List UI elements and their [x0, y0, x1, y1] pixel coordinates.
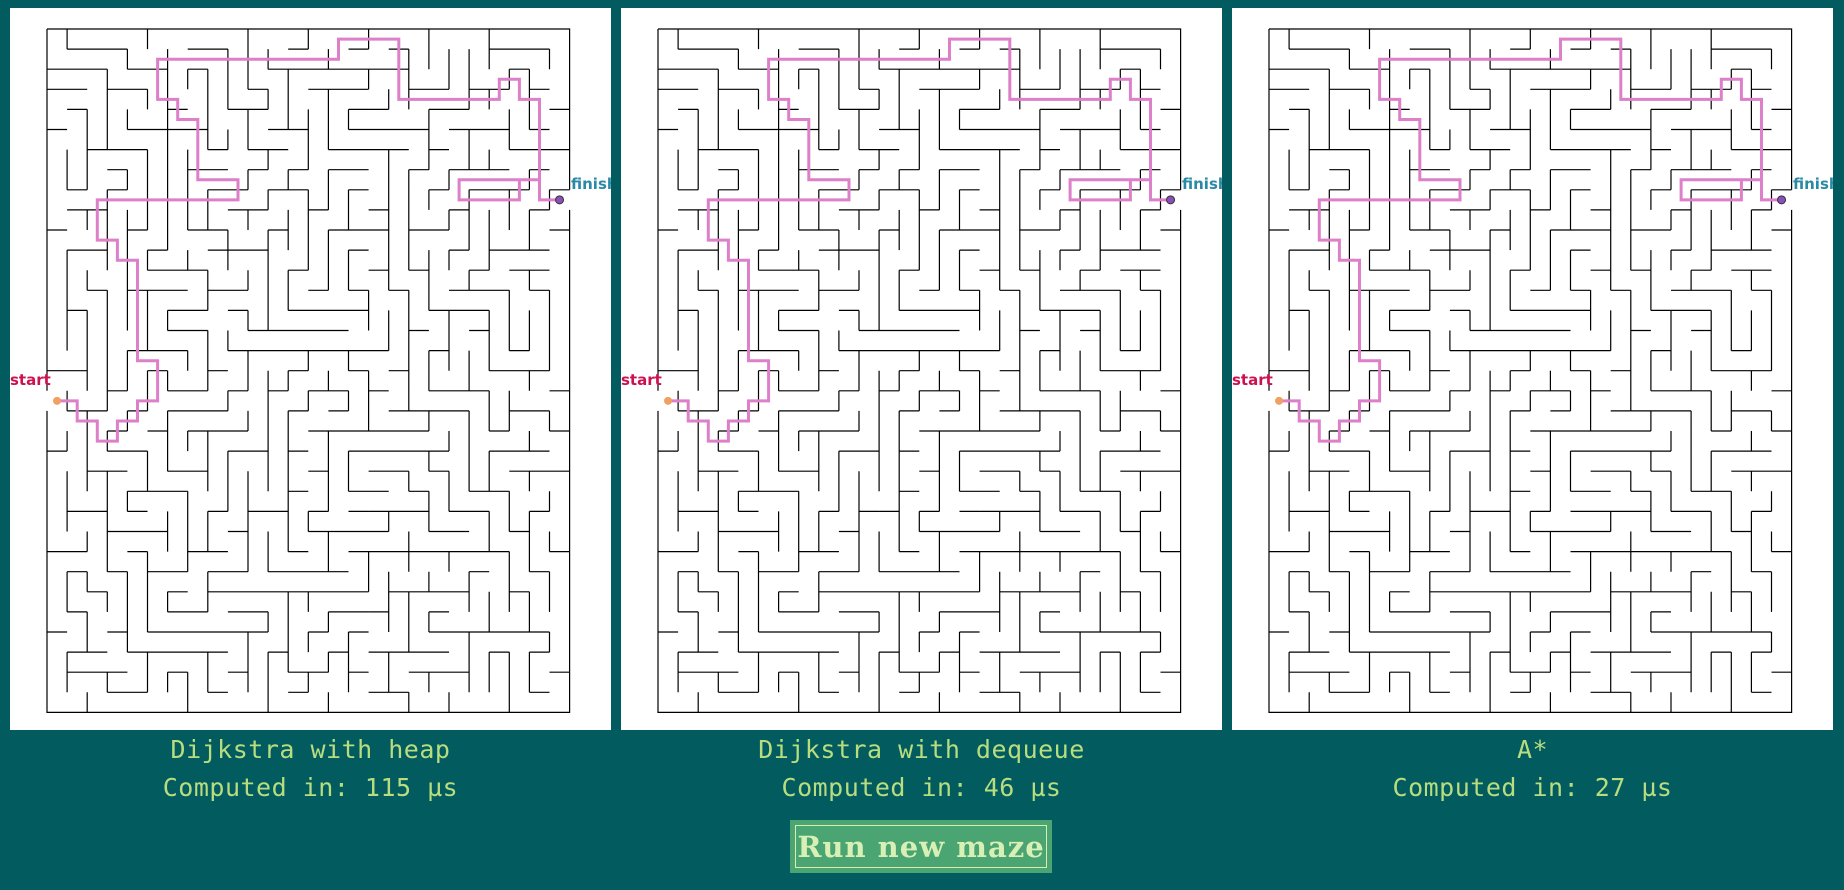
maze-wall-lines [657, 28, 1182, 713]
start-label: start [621, 371, 662, 389]
maze-wall-lines [1268, 28, 1793, 713]
maze-canvas: start finish [621, 28, 1222, 713]
start-label: start [1232, 371, 1273, 389]
maze-walls [46, 28, 571, 713]
start-marker [53, 396, 62, 405]
computed-time: Computed in: 115 µs [162, 773, 459, 802]
run-new-maze-button[interactable]: Run new maze [790, 820, 1052, 873]
computed-time: Computed in: 27 µs [1392, 773, 1673, 802]
algorithm-name: Dijkstra with dequeue [758, 735, 1085, 764]
maze-wall-lines [46, 28, 571, 713]
solution-path [1279, 37, 1782, 443]
maze-walls [657, 28, 1182, 713]
solution-path [668, 37, 1171, 443]
computed-time: Computed in: 46 µs [781, 773, 1062, 802]
maze-walls [1268, 28, 1793, 713]
finish-marker [1777, 195, 1787, 205]
finish-label: finish [571, 175, 611, 193]
run-new-maze-label: Run new maze [795, 825, 1047, 868]
finish-label: finish [1182, 175, 1222, 193]
algorithm-name: Dijkstra with heap [170, 735, 451, 764]
finish-label: finish [1793, 175, 1833, 193]
maze-canvas: start finish [1232, 28, 1833, 713]
caption-dijkstra-dequeue: Dijkstra with dequeue Computed in: 46 µs [621, 731, 1222, 807]
finish-marker [1166, 195, 1176, 205]
start-marker [1275, 396, 1284, 405]
solution-path [57, 37, 560, 443]
caption-astar: A* Computed in: 27 µs [1232, 731, 1833, 807]
finish-marker [555, 195, 565, 205]
maze-panel-astar: start finish [1232, 8, 1833, 730]
maze-panel-dijkstra-heap: start finish [10, 8, 611, 730]
start-marker [664, 396, 673, 405]
caption-dijkstra-heap: Dijkstra with heap Computed in: 115 µs [10, 731, 611, 807]
algorithm-name: A* [1516, 735, 1549, 764]
maze-panel-dijkstra-dequeue: start finish [621, 8, 1222, 730]
start-label: start [10, 371, 51, 389]
maze-canvas: start finish [10, 28, 611, 713]
